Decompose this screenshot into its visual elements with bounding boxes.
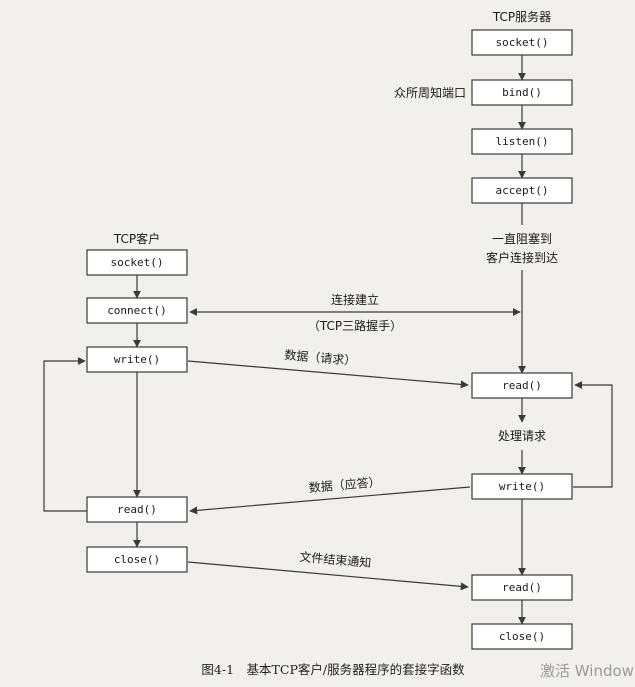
client-socket-box: socket() bbox=[86, 249, 188, 276]
server-bind-label: bind() bbox=[502, 86, 542, 99]
figure-caption: 图4-1 基本TCP客户/服务器程序的套接字函数 bbox=[201, 662, 465, 677]
server-title: TCP服务器 bbox=[492, 9, 551, 24]
arrow-data-request bbox=[187, 360, 469, 389]
server-close-box: close() bbox=[471, 623, 573, 650]
server-accept-label: accept() bbox=[496, 184, 549, 197]
client-read-box: read() bbox=[86, 496, 188, 523]
server-read-eof-box: read() bbox=[471, 574, 573, 601]
client-socket-label: socket() bbox=[111, 256, 164, 269]
client-close-label: close() bbox=[114, 553, 160, 566]
arrow-data-reply bbox=[189, 486, 471, 515]
connection-established-label: 连接建立 bbox=[331, 292, 379, 307]
client-write-label: write() bbox=[114, 353, 160, 366]
block-label-bg bbox=[470, 226, 574, 268]
server-accept-box: accept() bbox=[471, 177, 573, 204]
server-close-label: close() bbox=[499, 630, 545, 643]
client-arrives-label: 客户连接到达 bbox=[486, 250, 558, 265]
client-title: TCP客户 bbox=[113, 231, 160, 246]
block-until-label: 一直阻塞到 bbox=[492, 231, 552, 246]
client-connect-label: connect() bbox=[107, 304, 167, 317]
server-loop-arrow bbox=[573, 381, 613, 488]
data-reply-label: 数据（应答） bbox=[308, 474, 381, 495]
server-listen-box: listen() bbox=[471, 128, 573, 155]
server-listen-label: listen() bbox=[496, 135, 549, 148]
client-connect-box: connect() bbox=[86, 297, 188, 324]
client-read-label: read() bbox=[117, 503, 157, 516]
server-read-request-label: read() bbox=[502, 379, 542, 392]
server-bind-box: bind() bbox=[471, 79, 573, 106]
eof-notify-label: 文件结束通知 bbox=[299, 549, 372, 570]
client-close-box: close() bbox=[86, 546, 188, 573]
server-write-box: write() bbox=[471, 473, 573, 500]
server-read-request-box: read() bbox=[471, 372, 573, 399]
server-write-label: write() bbox=[499, 480, 545, 493]
server-socket-box: socket() bbox=[471, 29, 573, 56]
arrow-eof-notify bbox=[187, 561, 469, 591]
activate-windows-watermark: 激活 Window bbox=[540, 662, 634, 680]
data-request-label: 数据（请求） bbox=[284, 347, 357, 368]
client-loop-arrow bbox=[43, 357, 87, 512]
tcp-handshake-label: （TCP三路握手） bbox=[308, 318, 402, 333]
client-write-box: write() bbox=[86, 346, 188, 373]
server-socket-label: socket() bbox=[496, 36, 549, 49]
well-known-port-label: 众所周知端口 bbox=[394, 86, 466, 100]
process-request-label: 处理请求 bbox=[498, 429, 546, 443]
server-read-eof-label: read() bbox=[502, 581, 542, 594]
